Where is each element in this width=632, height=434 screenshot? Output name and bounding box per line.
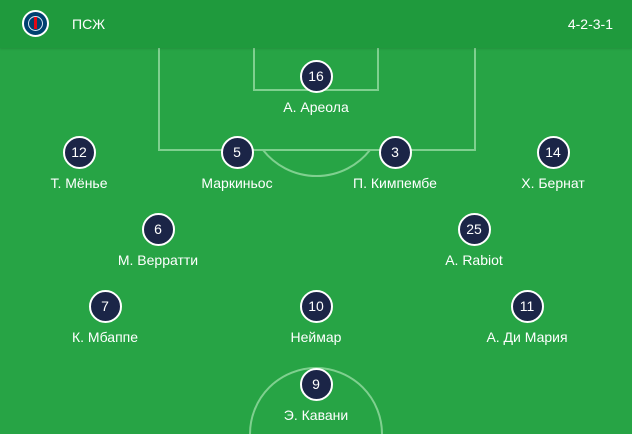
player-name: Неймар bbox=[290, 329, 342, 345]
shirt-number-badge: 9 bbox=[299, 368, 333, 401]
shirt-number-badge: 14 bbox=[536, 136, 570, 169]
player-name: М. Верратти bbox=[117, 252, 199, 268]
shirt-number-badge: 3 bbox=[378, 136, 412, 169]
player-right-wing[interactable]: 7 К. Мбаппе bbox=[35, 290, 175, 345]
player-name: П. Кимпембе bbox=[353, 175, 437, 191]
player-defensive-mid-left[interactable]: 25 A. Rabiot bbox=[404, 213, 544, 268]
eiffel-tower-mark bbox=[34, 17, 37, 29]
shirt-number-badge: 6 bbox=[141, 213, 175, 246]
player-left-back[interactable]: 14 Х. Бернат bbox=[483, 136, 623, 191]
player-right-back[interactable]: 12 Т. Мёнье bbox=[9, 136, 149, 191]
team-header: ПСЖ 4-2-3-1 bbox=[0, 0, 632, 48]
player-name: К. Мбаппе bbox=[71, 329, 139, 345]
shirt-number-badge: 12 bbox=[62, 136, 96, 169]
pitch-markings bbox=[158, 48, 476, 434]
player-goalkeeper[interactable]: 16 А. Ареола bbox=[246, 60, 386, 115]
player-name: A. Rabiot bbox=[445, 252, 503, 268]
shirt-number-badge: 25 bbox=[457, 213, 491, 246]
player-left-wing[interactable]: 11 А. Ди Мария bbox=[457, 290, 597, 345]
shirt-number-badge: 11 bbox=[510, 290, 544, 323]
formation-label: 4-2-3-1 bbox=[567, 16, 613, 32]
player-centre-back-left[interactable]: 3 П. Кимпембе bbox=[325, 136, 465, 191]
crest-ring bbox=[28, 16, 43, 31]
player-defensive-mid-right[interactable]: 6 М. Верратти bbox=[88, 213, 228, 268]
penalty-arc-line bbox=[262, 149, 371, 178]
shirt-number-badge: 16 bbox=[299, 60, 333, 93]
penalty-area-line bbox=[158, 48, 476, 151]
pitch: 16 А. Ареола 12 Т. Мёнье 5 Маркиньос 3 П… bbox=[0, 48, 632, 434]
player-name: Маркиньос bbox=[201, 175, 273, 191]
shirt-number-badge: 5 bbox=[220, 136, 254, 169]
team-name: ПСЖ bbox=[72, 16, 106, 32]
shirt-number-badge: 7 bbox=[88, 290, 122, 323]
player-striker[interactable]: 9 Э. Кавани bbox=[246, 368, 386, 423]
psg-crest-icon bbox=[22, 10, 49, 37]
player-attacking-mid[interactable]: 10 Неймар bbox=[246, 290, 386, 345]
shirt-number-badge: 10 bbox=[299, 290, 333, 323]
player-name: Э. Кавани bbox=[283, 407, 349, 423]
player-centre-back-right[interactable]: 5 Маркиньос bbox=[167, 136, 307, 191]
player-name: Т. Мёнье bbox=[50, 175, 108, 191]
player-name: А. Ди Мария bbox=[486, 329, 568, 345]
player-name: Х. Бернат bbox=[521, 175, 585, 191]
player-name: А. Ареола bbox=[283, 99, 349, 115]
